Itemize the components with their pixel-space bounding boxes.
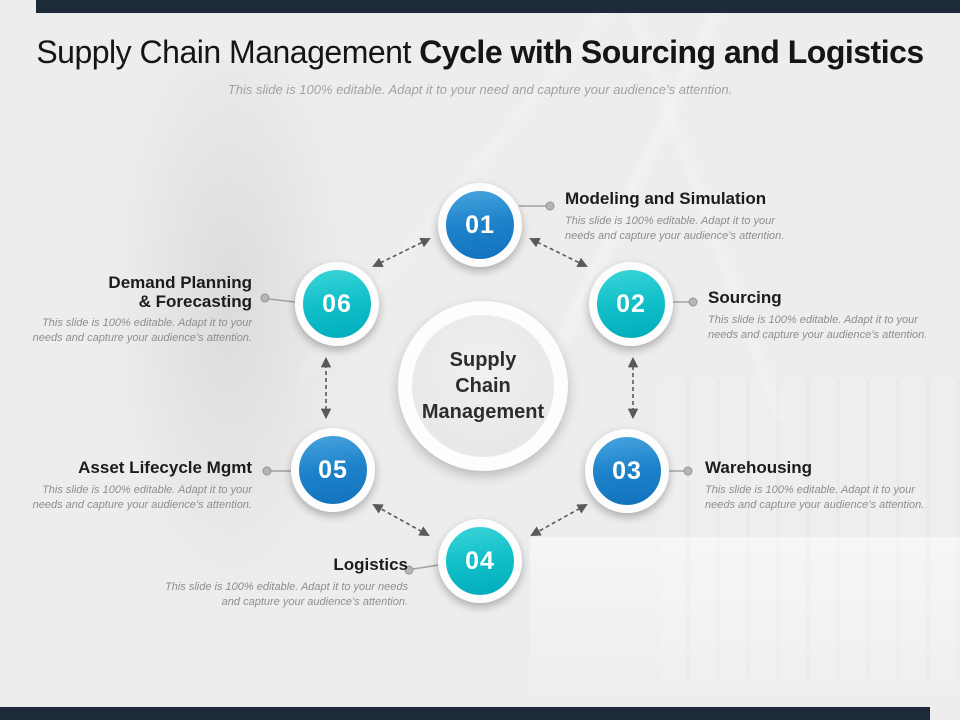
- bottom-accent-bar: [0, 707, 930, 720]
- step-description-demand-planning-forecasting: This slide is 100% editable. Adapt it to…: [32, 317, 252, 345]
- leader-dot-01: [545, 201, 555, 211]
- center-label: Supply Chain Management: [421, 349, 545, 423]
- node-01-number: 01: [465, 210, 495, 239]
- node-03: 03: [585, 429, 669, 513]
- leader-dot-03: [683, 466, 693, 476]
- node-04-number: 04: [465, 546, 495, 575]
- step-block-logistics: Logistics This slide is 100% editable. A…: [165, 555, 408, 609]
- node-04: 04: [438, 519, 522, 603]
- step-description-sourcing: This slide is 100% editable. Adapt it to…: [708, 313, 928, 341]
- page-title: Supply Chain Management Cycle with Sourc…: [0, 34, 960, 71]
- step-block-sourcing: Sourcing This slide is 100% editable. Ad…: [708, 288, 943, 342]
- step-block-demand-planning-forecasting: Demand Planning & Forecasting This slide…: [30, 273, 252, 346]
- dashed-arrow-03-04: [530, 503, 588, 537]
- node-01: 01: [438, 183, 522, 267]
- step-title-modeling-and-simulation: Modeling and Simulation: [565, 189, 767, 208]
- dashed-arrow-01-02: [529, 237, 588, 268]
- step-description-asset-lifecycle-mgmt: This slide is 100% editable. Adapt it to…: [32, 483, 252, 511]
- step-title-logistics: Logistics: [333, 555, 408, 574]
- node-05: 05: [291, 428, 375, 512]
- step-title-asset-lifecycle-mgmt: Asset Lifecycle Mgmt: [78, 458, 252, 477]
- step-title-sourcing: Sourcing: [708, 288, 782, 307]
- step-description-modeling-and-simulation: This slide is 100% editable. Adapt it to…: [565, 214, 785, 242]
- leader-dot-06: [260, 293, 270, 303]
- node-05-number: 05: [318, 455, 348, 484]
- page-subtitle: This slide is 100% editable. Adapt it to…: [227, 82, 733, 97]
- node-02-number: 02: [616, 289, 646, 318]
- step-block-modeling-and-simulation: Modeling and Simulation This slide is 10…: [565, 189, 800, 243]
- node-06-number: 06: [322, 289, 352, 318]
- page-title-bold: Cycle with Sourcing and Logistics: [419, 34, 924, 70]
- node-06: 06: [295, 262, 379, 346]
- step-description-logistics: This slide is 100% editable. Adapt it to…: [165, 580, 408, 608]
- step-title-warehousing: Warehousing: [705, 458, 813, 477]
- center-circle-inner: Supply Chain Management: [412, 315, 554, 457]
- dashed-arrow-04-05: [372, 503, 430, 537]
- step-block-asset-lifecycle-mgmt: Asset Lifecycle Mgmt This slide is 100% …: [26, 458, 252, 512]
- leader-line-04: [412, 564, 440, 570]
- step-title-demand-planning-forecasting: Demand Planning & Forecasting: [108, 273, 252, 311]
- page-title-regular: Supply Chain Management: [36, 34, 420, 70]
- center-circle: Supply Chain Management: [398, 301, 568, 471]
- node-03-number: 03: [612, 456, 642, 485]
- leader-dot-02: [688, 297, 698, 307]
- node-02: 02: [589, 262, 673, 346]
- leader-dot-05: [262, 466, 272, 476]
- background-warehouse-shelves: [660, 380, 960, 680]
- background-bottom-glow: [530, 537, 960, 707]
- top-accent-bar: [36, 0, 960, 13]
- step-description-warehousing: This slide is 100% editable. Adapt it to…: [705, 483, 925, 511]
- dashed-arrow-06-01: [372, 237, 431, 268]
- step-block-warehousing: Warehousing This slide is 100% editable.…: [705, 458, 940, 512]
- leader-line-06: [268, 298, 296, 303]
- leader-dot-04: [404, 565, 414, 575]
